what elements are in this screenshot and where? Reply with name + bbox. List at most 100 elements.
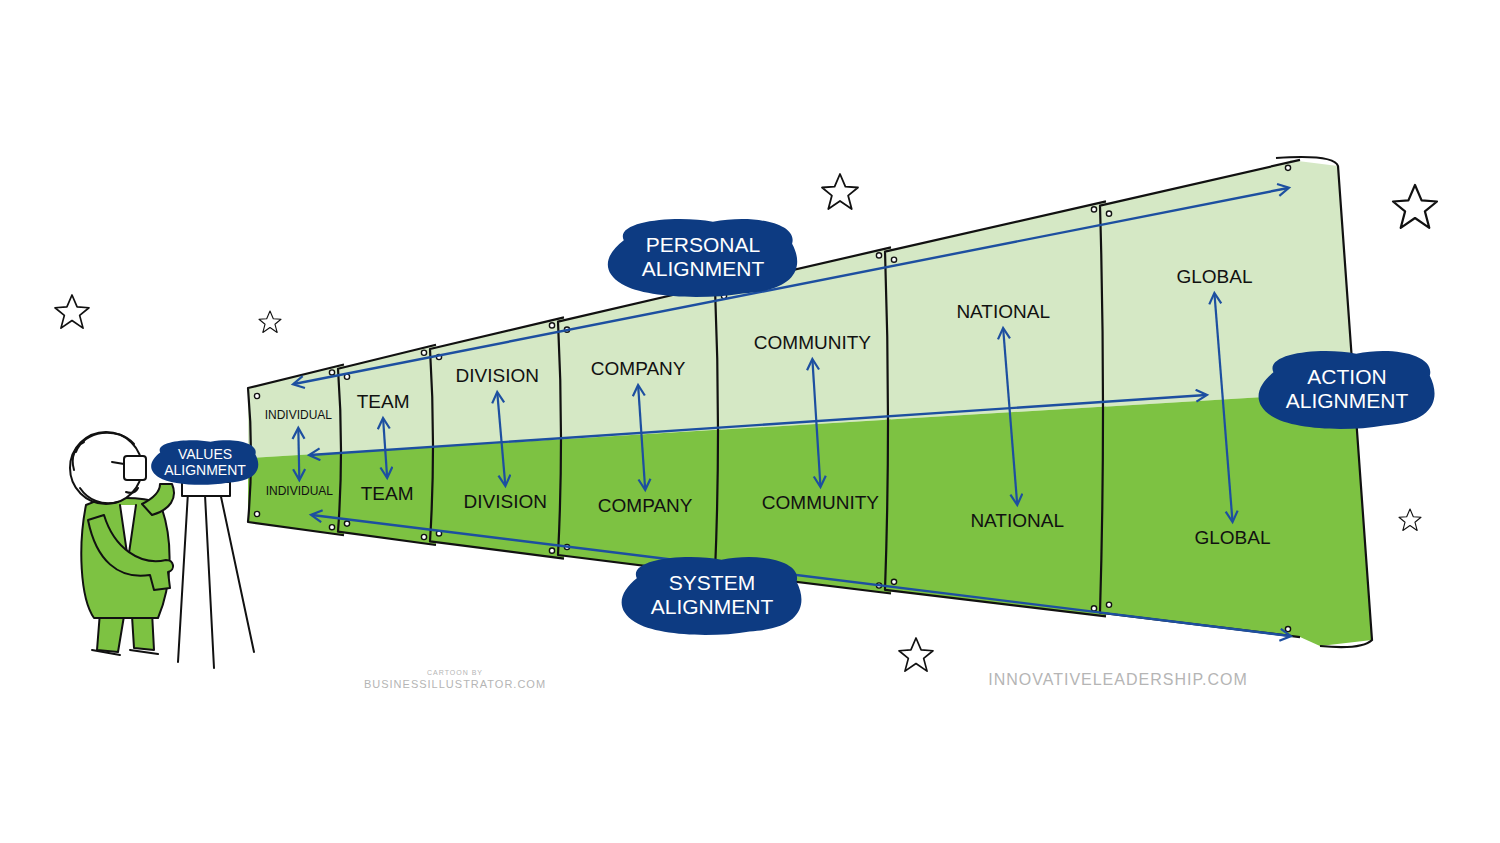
alignment-arrows <box>294 188 1290 636</box>
level-region: TEAM <box>357 481 418 507</box>
level-link-arrow <box>638 386 645 489</box>
rivet <box>876 253 881 258</box>
watermark: CARTOON BY <box>427 669 483 676</box>
arm <box>88 515 173 590</box>
blob-fill <box>622 557 802 635</box>
level-region: INDIVIDUAL <box>260 407 336 425</box>
rivet <box>1091 606 1096 611</box>
segment-upper <box>248 364 344 458</box>
rivet <box>329 370 334 375</box>
segment-outline <box>338 345 436 545</box>
blob-fill <box>1259 351 1435 429</box>
alignment-title: VALUES ALIGNMENT <box>159 446 251 478</box>
segment-lower <box>558 430 721 576</box>
alignment-blob: SYSTEM ALIGNMENT <box>618 553 806 637</box>
star <box>899 638 933 671</box>
level-region: DIVISION <box>459 489 551 515</box>
segment-lower <box>430 439 564 559</box>
alignment-blob: ACTION ALIGNMENT <box>1255 347 1439 431</box>
rivet <box>549 548 554 553</box>
rivet <box>254 393 259 398</box>
segment-lower <box>885 407 1106 617</box>
level-label: COMMUNITY <box>753 332 871 354</box>
star <box>822 174 858 209</box>
level-region: TEAM <box>353 389 414 415</box>
blob-fill <box>608 219 797 297</box>
rivet <box>1106 211 1111 216</box>
rivet <box>1285 165 1290 170</box>
level-label: GLOBAL <box>1176 266 1253 288</box>
level-label: COMPANY <box>591 358 686 380</box>
level-region: INDIVIDUAL <box>261 483 337 501</box>
alignment-title: SYSTEM ALIGNMENT <box>642 571 782 619</box>
segment-upper <box>338 345 436 453</box>
level-link-arrow <box>383 419 387 477</box>
watermark: INNOVATIVELEADERSHIP.COM <box>988 671 1248 689</box>
level-label: COMPANY <box>598 495 693 517</box>
alignment-blob: PERSONAL ALIGNMENT <box>604 215 802 299</box>
level-region: GLOBAL <box>1190 525 1275 551</box>
rivet <box>329 525 334 530</box>
shoe <box>92 650 158 655</box>
rivet <box>891 257 896 262</box>
level-link-arrow <box>812 360 820 486</box>
system-alignment-arrow <box>312 515 1290 636</box>
level-region: COMPANY <box>594 493 697 519</box>
level-label: INDIVIDUAL <box>264 409 332 423</box>
alignment-title: PERSONAL ALIGNMENT <box>628 233 778 281</box>
alignment-blob: VALUES ALIGNMENT <box>149 438 261 486</box>
personal-alignment-arrow <box>294 188 1288 384</box>
level-label: DIVISION <box>455 365 539 387</box>
tripod-leg <box>178 492 188 662</box>
level-region: NATIONAL <box>966 508 1068 534</box>
segment-lower <box>248 452 344 535</box>
rivet <box>421 350 426 355</box>
rivet <box>1091 207 1096 212</box>
level-link-arrow <box>1003 329 1017 504</box>
level-link-arrow <box>298 429 299 479</box>
star <box>1399 509 1421 530</box>
level-region: COMMUNITY <box>757 490 883 516</box>
rivet <box>1285 626 1290 631</box>
level-label: NATIONAL <box>970 510 1064 532</box>
watermark: BUSINESSILLUSTRATOR.COM <box>364 678 546 690</box>
rivet <box>891 579 896 584</box>
star <box>259 311 281 332</box>
telescope-cap <box>1300 395 1372 646</box>
blob-fill <box>151 440 258 485</box>
segment-upper <box>430 317 564 447</box>
telescope-segment <box>338 345 436 545</box>
rivet <box>1106 602 1111 607</box>
segment-lower <box>1100 395 1300 637</box>
telescope-segment <box>248 364 344 535</box>
action-alignment-arrow <box>310 395 1206 455</box>
level-label: GLOBAL <box>1194 527 1271 549</box>
star <box>1393 185 1437 228</box>
rivet <box>344 521 349 526</box>
mouth <box>126 488 138 493</box>
star <box>55 295 89 328</box>
telescope <box>248 157 1372 647</box>
telescope-segment <box>715 247 891 593</box>
glasses <box>124 456 146 480</box>
alignment-title: ACTION ALIGNMENT <box>1277 365 1417 413</box>
segment-outline <box>715 247 891 593</box>
segment-outline <box>248 364 344 535</box>
level-region: COMMUNITY <box>749 330 875 356</box>
segment-upper <box>885 201 1106 419</box>
level-region: DIVISION <box>451 363 543 389</box>
level-label: COMMUNITY <box>761 492 879 514</box>
level-label: INDIVIDUAL <box>265 485 333 499</box>
level-label: TEAM <box>357 391 410 413</box>
rivet <box>254 511 259 516</box>
level-label: DIVISION <box>463 491 547 513</box>
arm <box>142 484 174 515</box>
level-label: NATIONAL <box>956 301 1050 323</box>
rivet <box>421 534 426 539</box>
segment-upper <box>1100 160 1300 407</box>
level-region: NATIONAL <box>952 299 1054 325</box>
level-link-arrow <box>1214 294 1232 521</box>
